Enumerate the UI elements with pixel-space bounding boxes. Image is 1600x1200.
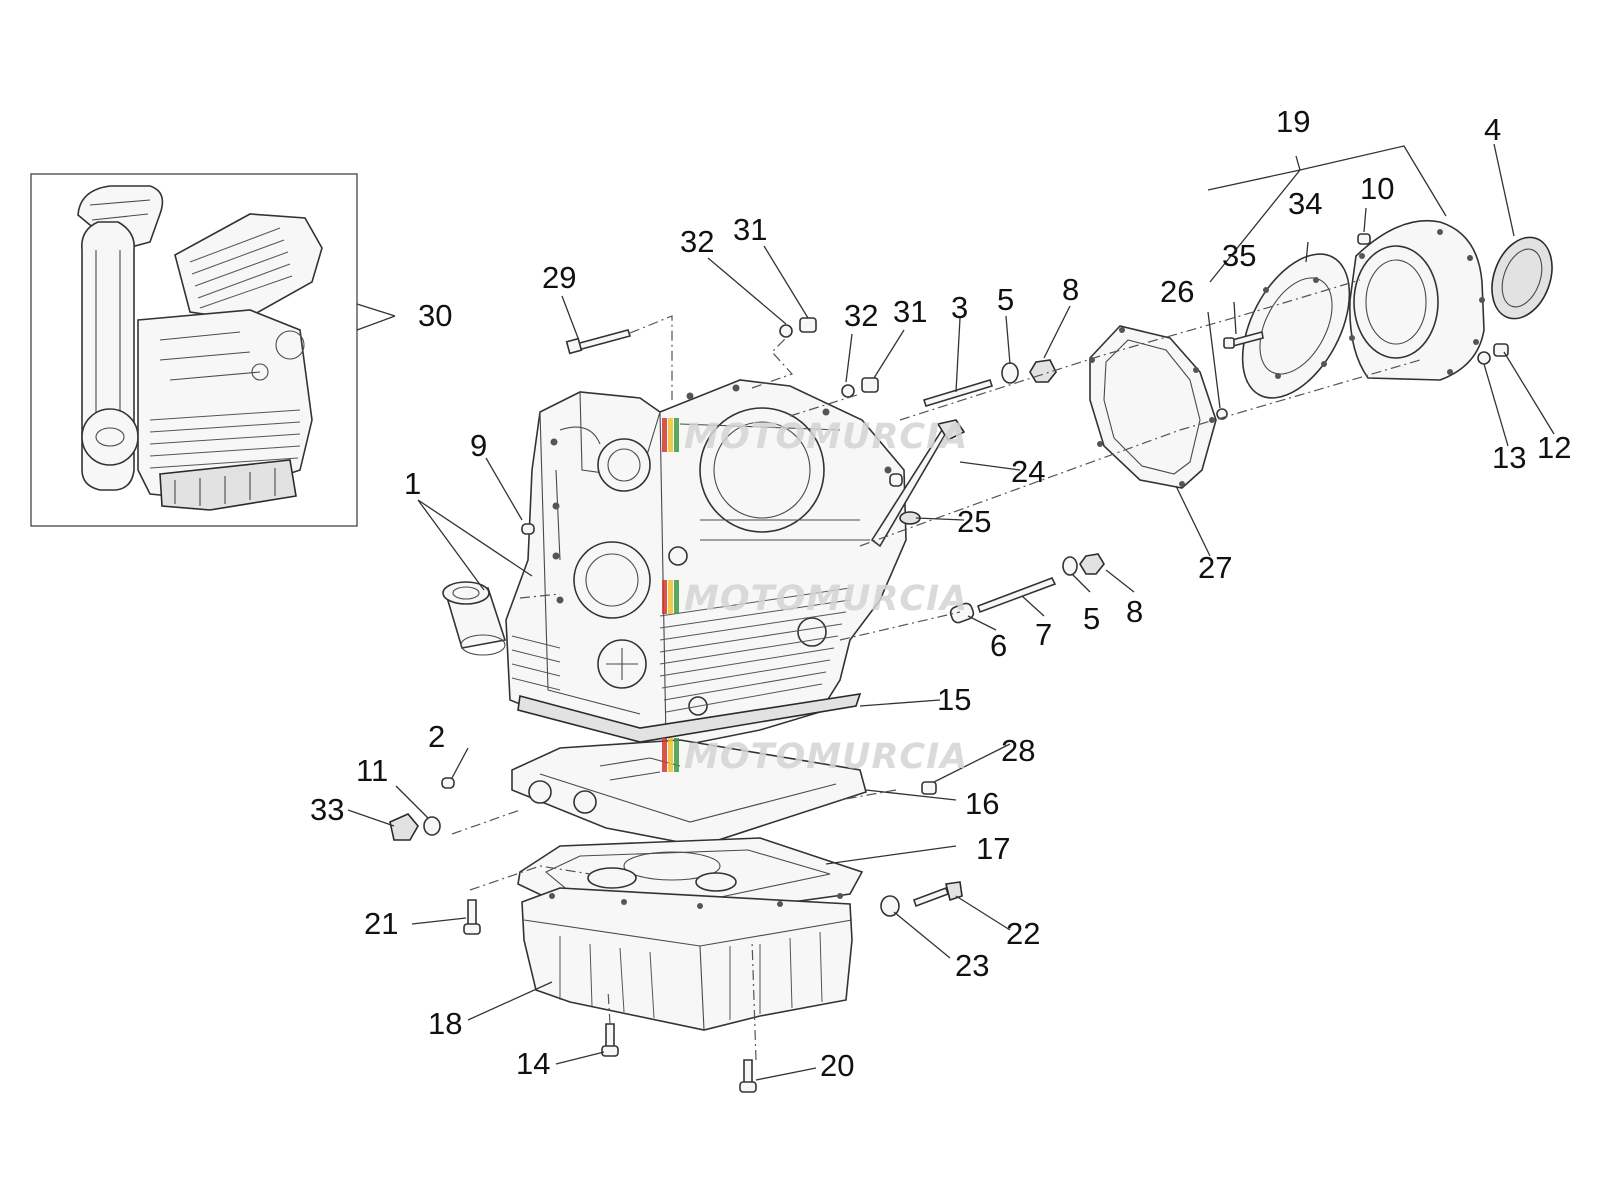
oil-seal-4 xyxy=(1491,236,1553,320)
callout-labels: 1 2 3 4 5 5 6 7 8 8 9 10 11 12 13 14 15 … xyxy=(310,104,1571,1083)
watermark-text-1: MOTOMURCIA xyxy=(684,417,968,457)
callout-15: 15 xyxy=(937,682,971,717)
callout-32a: 32 xyxy=(680,224,714,259)
callout-18: 18 xyxy=(428,1006,462,1041)
callout-22: 22 xyxy=(1006,916,1040,951)
callout-14: 14 xyxy=(516,1046,550,1081)
leader-lines xyxy=(347,143,1555,1081)
callout-28: 28 xyxy=(1001,733,1035,768)
callout-12: 12 xyxy=(1537,430,1571,465)
callout-10: 10 xyxy=(1360,171,1394,206)
oil-dipstick-24 xyxy=(870,419,966,548)
callout-1: 1 xyxy=(404,466,421,501)
callout-31b: 31 xyxy=(893,294,927,329)
callout-27: 27 xyxy=(1198,550,1232,585)
callout-8b: 8 xyxy=(1126,594,1143,629)
callout-6: 6 xyxy=(990,628,1007,663)
callout-5b: 5 xyxy=(1083,601,1100,636)
callout-23: 23 xyxy=(955,948,989,983)
callout-34: 34 xyxy=(1288,186,1322,221)
callout-26: 26 xyxy=(1160,274,1194,309)
callout-21: 21 xyxy=(364,906,398,941)
sump-spacer-16 xyxy=(511,739,867,847)
callout-7: 7 xyxy=(1035,617,1052,652)
callout-19: 19 xyxy=(1276,104,1310,139)
callout-33: 33 xyxy=(310,792,344,827)
callout-31a: 31 xyxy=(733,212,767,247)
gasket-15 xyxy=(517,693,862,743)
oil-sump-18 xyxy=(521,867,853,1031)
callout-25: 25 xyxy=(957,504,991,539)
callout-20: 20 xyxy=(820,1048,854,1083)
callout-8a: 8 xyxy=(1062,272,1079,307)
watermark-text-2: MOTOMURCIA xyxy=(684,579,968,619)
gasket-27 xyxy=(1089,325,1217,489)
callout-35: 35 xyxy=(1222,238,1256,273)
engine-assembly-inset xyxy=(30,173,358,527)
assembly-lines xyxy=(451,279,1421,1061)
callout-3: 3 xyxy=(951,290,968,325)
callout-17: 17 xyxy=(976,831,1010,866)
callout-11: 11 xyxy=(356,753,388,788)
callout-32b: 32 xyxy=(844,298,878,333)
callout-9: 9 xyxy=(470,428,487,463)
callout-24: 24 xyxy=(1011,454,1045,489)
callout-5a: 5 xyxy=(997,282,1014,317)
callout-13: 13 xyxy=(1492,440,1526,475)
callout-16: 16 xyxy=(965,786,999,821)
callout-4: 4 xyxy=(1484,112,1501,147)
watermark: MOTOMURCIA MOTOMURCIA MOTOMURCIA xyxy=(662,417,968,777)
callout-2: 2 xyxy=(428,719,445,754)
callout-29: 29 xyxy=(542,260,576,295)
plate-34 xyxy=(1241,253,1351,399)
main-bearing-1 xyxy=(442,581,507,656)
callout-30: 30 xyxy=(418,298,452,333)
watermark-text-3: MOTOMURCIA xyxy=(684,737,968,777)
crankcase-body xyxy=(505,379,907,745)
rear-cover-19 xyxy=(1349,220,1485,381)
